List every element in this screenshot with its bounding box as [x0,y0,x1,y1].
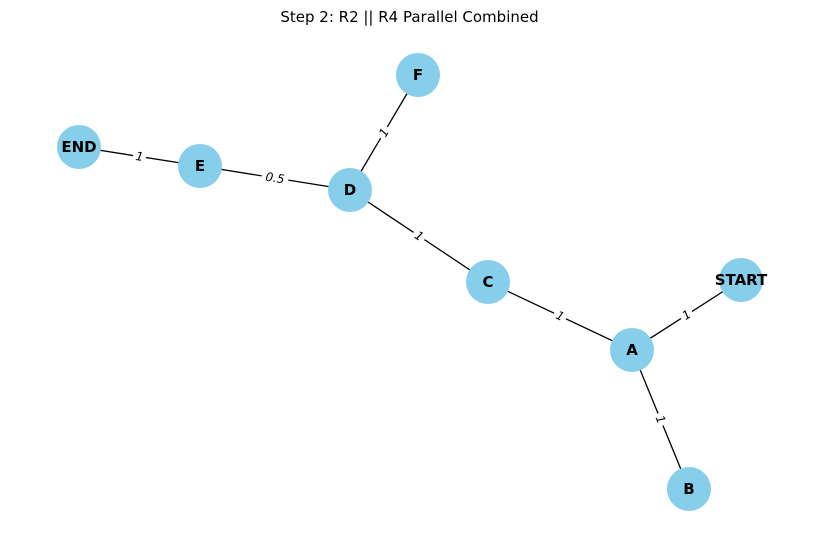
edge-label-background [676,304,697,326]
node-label: START [715,271,768,289]
node-circle [396,53,440,97]
node-f: F [396,53,440,97]
edge-label-background [260,167,290,189]
edge-weight-label: 1 [676,304,697,326]
node-label: B [683,480,694,498]
node-end: END [57,125,101,169]
edge-weight-label: 1 [550,305,570,327]
edge-label-background [409,225,429,247]
edge-weight-label: 0.5 [260,167,290,189]
node-circle [719,258,763,302]
node-circle [57,125,101,169]
node-circle [328,168,372,212]
edge-d-f: 1 [349,74,419,191]
node-label: E [195,157,205,175]
edge-a-b: 1 [631,349,690,490]
edge-c-a: 1 [487,281,633,351]
edge-weight-text: 0.5 [264,170,285,187]
diagram-title: Step 2: R2 || R4 Parallel Combined [280,8,539,26]
edge-label-background [650,410,671,429]
node-circle [178,144,222,188]
node-label: D [344,181,356,199]
node-circle [610,328,654,372]
node-b: B [667,467,711,511]
edge-weight-text: 1 [135,149,145,164]
edge-weight-label: 1 [650,410,671,429]
node-d: D [328,168,372,212]
node-label: END [61,138,96,156]
edges-layer: 1 0.5 1 1 1 1 1 [78,74,742,490]
edge-e-d: 0.5 [199,165,351,191]
edge-label-background [550,305,570,327]
node-label: F [413,66,423,84]
node-label: A [626,341,638,359]
node-label: C [482,273,493,291]
node-e: E [178,144,222,188]
edge-label-background [131,147,148,166]
edge-label-background [373,122,395,143]
node-start: START [715,258,768,302]
nodes-layer: END E F D C START A B [57,53,768,511]
edge-weight-label: 1 [409,225,429,247]
node-c: C [466,260,510,304]
edge-weight-label: 1 [131,147,148,166]
node-circle [667,467,711,511]
edge-d-c: 1 [349,189,489,283]
node-circle [466,260,510,304]
node-a: A [610,328,654,372]
edge-weight-label: 1 [373,122,395,143]
